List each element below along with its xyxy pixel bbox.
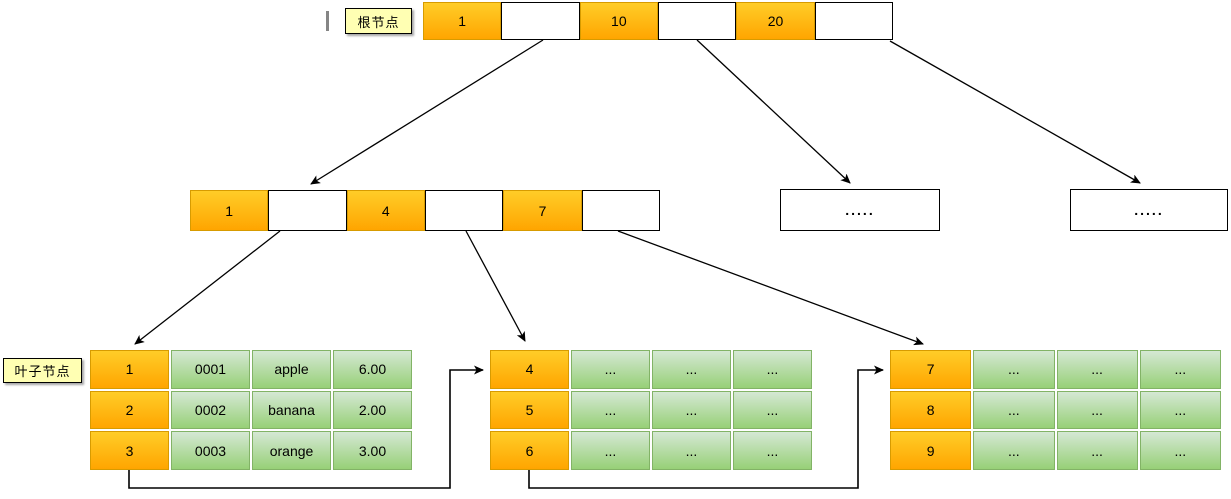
overflow-box-2: ..... — [1070, 189, 1228, 231]
arrow-root-to-internal-node — [310, 39, 544, 185]
leaf-table-2: 4 ... ... ... 5 ... ... ... 6 ... ... ..… — [490, 350, 812, 470]
overflow-box-1: ..... — [780, 189, 940, 231]
leaf3-cell: ... — [973, 390, 1055, 430]
leaf3-cell: ... — [1139, 390, 1221, 430]
internal-node: 1 4 7 — [190, 190, 660, 231]
leaf1-cell: orange — [252, 431, 331, 470]
root-node: 1 10 20 — [423, 2, 893, 40]
leaf-node-label: 叶子节点 — [3, 358, 82, 383]
leaf2-cell: ... — [652, 390, 731, 430]
internal-pointer-2 — [424, 190, 504, 231]
root-key-1: 1 — [423, 2, 502, 40]
leaf1-cell: 0003 — [171, 431, 250, 470]
leaf-table-1: 1 0001 apple 6.00 2 0002 banana 2.00 3 0… — [90, 350, 412, 470]
leaf1-cell: 0002 — [171, 390, 250, 430]
leaf3-cell: ... — [1139, 350, 1221, 389]
root-pointer-3 — [814, 2, 893, 40]
leaf3-cell: ... — [973, 350, 1055, 389]
root-pointer-2 — [657, 2, 737, 40]
arrow-internal-to-leaf-1 — [134, 230, 281, 345]
leaf3-cell: ... — [1056, 350, 1138, 389]
leaf1-cell: 3.00 — [333, 431, 412, 470]
internal-key-7: 7 — [503, 190, 582, 231]
internal-key-1: 1 — [190, 190, 269, 231]
leaf3-key: 7 — [890, 350, 972, 389]
leaf2-key: 6 — [490, 431, 569, 470]
leaf1-key: 2 — [90, 390, 169, 430]
internal-pointer-1 — [268, 190, 347, 231]
leaf1-cell: banana — [252, 390, 331, 430]
leaf3-cell: ... — [973, 431, 1055, 470]
leaf1-cell: 2.00 — [333, 390, 412, 430]
root-key-10: 10 — [579, 2, 658, 40]
leaf1-key: 1 — [90, 350, 169, 389]
leaf3-cell: ... — [1139, 431, 1221, 470]
leaf2-cell: ... — [571, 431, 650, 470]
leaf2-cell: ... — [733, 390, 812, 430]
leaf3-cell: ... — [1056, 390, 1138, 430]
stray-mark — [326, 11, 329, 31]
internal-key-4: 4 — [346, 190, 425, 231]
root-key-20: 20 — [736, 2, 815, 40]
leaf1-cell: 0001 — [171, 350, 250, 389]
leaf1-cell: 6.00 — [333, 350, 412, 389]
root-node-label: 根节点 — [345, 8, 412, 34]
leaf2-cell: ... — [652, 350, 731, 389]
leaf3-cell: ... — [1056, 431, 1138, 470]
leaf2-key: 4 — [490, 350, 569, 389]
leaf2-key: 5 — [490, 390, 569, 430]
leaf2-cell: ... — [733, 431, 812, 470]
leaf2-cell: ... — [571, 390, 650, 430]
arrow-internal-to-leaf-3 — [617, 230, 924, 346]
leaf2-cell: ... — [733, 350, 812, 389]
arrow-root-to-overflow-box-2 — [889, 40, 1141, 184]
leaf2-cell: ... — [652, 431, 731, 470]
arrow-internal-to-leaf-2 — [465, 230, 526, 342]
root-pointer-1 — [501, 2, 580, 40]
leaf2-cell: ... — [571, 350, 650, 389]
arrow-root-to-overflow-box-1 — [696, 39, 851, 184]
leaf-table-3: 7 ... ... ... 8 ... ... ... 9 ... ... ..… — [890, 350, 1221, 470]
leaf1-cell: apple — [252, 350, 331, 389]
leaf1-key: 3 — [90, 431, 169, 470]
leaf3-key: 9 — [890, 431, 972, 470]
internal-pointer-3 — [581, 190, 660, 231]
leaf3-key: 8 — [890, 390, 972, 430]
